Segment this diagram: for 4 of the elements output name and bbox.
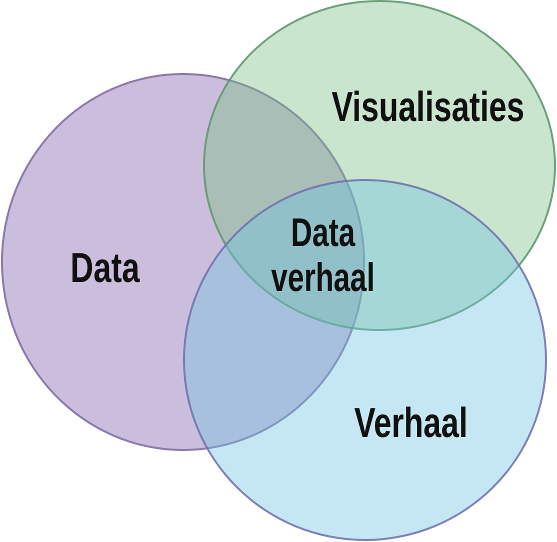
overlap-label: Data verhaal bbox=[270, 211, 376, 301]
circle-label: Visualisaties bbox=[332, 86, 524, 128]
circle-label: Verhaal bbox=[354, 402, 468, 444]
circle-label: Data bbox=[70, 247, 140, 289]
